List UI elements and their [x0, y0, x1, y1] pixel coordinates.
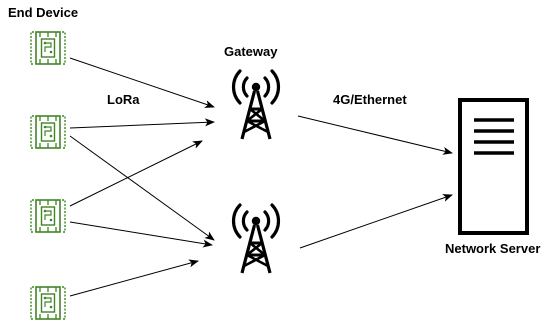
lora-label: LoRa [107, 92, 140, 107]
radio-tower-icon [231, 203, 281, 275]
radio-tower-icon [231, 69, 281, 141]
iot-device-icon [30, 286, 66, 320]
iot-device-icon [30, 31, 66, 65]
iot-device-icon [30, 115, 66, 149]
link-device3-gateway1 [69, 140, 203, 207]
backhaul-label: 4G/Ethernet [333, 92, 407, 107]
end-device-label: End Device [8, 5, 79, 20]
link-gateway2-server [299, 194, 453, 249]
network-server-label: Network Server [445, 241, 541, 256]
link-gateway1-server [297, 115, 453, 155]
gateway-label: Gateway [224, 44, 278, 59]
link-device3-gateway2 [69, 221, 213, 248]
link-device2-gateway2 [69, 135, 215, 241]
link-device2-gateway1 [69, 118, 215, 129]
link-device4-gateway2 [69, 259, 199, 297]
server-icon [458, 98, 529, 235]
iot-device-icon [30, 199, 66, 233]
link-device1-gateway1 [69, 57, 215, 108]
